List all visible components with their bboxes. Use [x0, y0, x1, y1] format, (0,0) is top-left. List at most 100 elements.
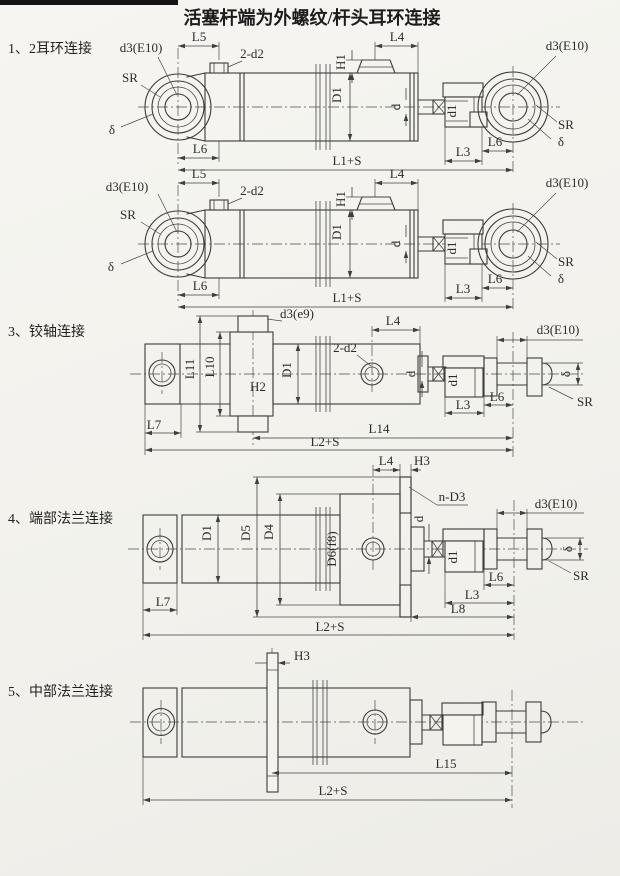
dim-label-L3: L3: [456, 144, 470, 159]
trunnion-block: [229, 315, 274, 433]
rod-ear-section-left: [483, 357, 498, 397]
dim-label-delta-right: δ: [558, 271, 564, 286]
dim-label-L6-left: L6: [193, 141, 208, 156]
rod-thread-section: [442, 82, 484, 98]
port-circle: [360, 362, 384, 386]
dim-label-H2: H2: [250, 379, 266, 394]
dim-label-SR-right: SR: [558, 254, 574, 269]
dim-label-L6: L6: [490, 389, 505, 404]
rod-ear-ring: [477, 71, 549, 143]
dim-label-D6: D6(f8): [324, 531, 339, 566]
scan-artifact-bar: [0, 0, 178, 5]
dim-label-L2S: L2+S: [318, 783, 347, 798]
dim-label-D1: D1: [279, 362, 294, 378]
end-flange: [399, 476, 412, 618]
dim-label-2d2: 2-d2: [333, 340, 357, 355]
dim-label-L3: L3: [456, 281, 470, 296]
dim-label-L10: L10: [202, 357, 217, 378]
section-3-trunnion-drawing: 3、铰轴连接 d3(e9) L4 2-d2 L11 L10 H2 D1 d d1…: [8, 306, 593, 458]
dim-label-d: d: [411, 515, 426, 522]
rod-end: [541, 362, 553, 386]
dim-label-L1S: L1+S: [332, 290, 361, 305]
dim-label-d: d: [388, 103, 403, 110]
dim-label-SR: SR: [573, 568, 589, 583]
dim-label-L3: L3: [465, 587, 479, 602]
dim-label-SR-left: SR: [122, 70, 138, 85]
dim-label-D1: D1: [329, 224, 344, 240]
dim-label-d1: d1: [444, 242, 459, 255]
dim-label-D5: D5: [238, 525, 253, 541]
dim-label-2d2: 2-d2: [240, 46, 264, 61]
rear-eye-cap: [142, 687, 178, 758]
rod-ear-section-left: [483, 528, 498, 570]
section-1-title: 1、2耳环连接: [8, 40, 92, 57]
dim-label-H3: H3: [294, 648, 310, 663]
dim-label-L11: L11: [182, 359, 197, 379]
dim-label-L4: L4: [386, 313, 401, 328]
rod-ear-section-right: [526, 528, 543, 570]
dim-label-H1: H1: [333, 54, 348, 70]
rod-ear-section-right: [526, 357, 543, 397]
lock-nut: [444, 367, 484, 398]
dim-label-nD3: n-D3: [439, 489, 466, 504]
dim-label-L2S: L2+S: [310, 434, 339, 449]
dim-label-SR-left: SR: [120, 207, 136, 222]
dim-label-L8: L8: [451, 601, 465, 616]
dim-label-delta: δ: [558, 371, 573, 377]
dim-label-L7: L7: [156, 594, 171, 609]
dim-label-delta: δ: [560, 546, 575, 552]
section-5-title: 5、中部法兰连接: [8, 683, 113, 700]
dim-label-L6: L6: [489, 569, 504, 584]
dim-label-d1: d1: [445, 551, 460, 564]
port-stub: [209, 62, 229, 74]
lock-nut: [442, 714, 483, 746]
lock-nut: [444, 540, 484, 573]
dim-label-L3: L3: [456, 397, 470, 412]
dim-label-L6-right: L6: [488, 134, 503, 149]
dim-label-d1: d1: [445, 374, 460, 387]
dim-label-L15: L15: [436, 756, 457, 771]
cylinder-head-body: [339, 493, 401, 606]
port-circle: [362, 709, 388, 735]
port-circle: [361, 537, 385, 561]
cylinder-body: [181, 680, 411, 765]
section-5-mid-flange-drawing: 5、中部法兰连接 H3 L15 L2+S: [8, 648, 585, 808]
dim-label-SR-right: SR: [558, 117, 574, 132]
dim-label-d3e9: d3(e9): [280, 306, 314, 321]
rod-ear-section-left: [481, 701, 497, 743]
piston-rod-assembly: [417, 355, 553, 398]
dim-label-D1: D1: [199, 525, 214, 541]
dim-label-d3: d3(E10): [537, 322, 580, 337]
dim-label-d3-left: d3(E10): [106, 179, 149, 194]
dim-label-L4: L4: [379, 453, 394, 468]
dim-label-L1S: L1+S: [332, 153, 361, 168]
dim-label-d1: d1: [444, 105, 459, 118]
rod-ear-section-right: [525, 701, 542, 743]
dim-label-d3-right: d3(E10): [546, 38, 589, 53]
piston-rod-assembly: [410, 526, 553, 573]
mid-flange: [266, 652, 279, 793]
cylinder-body: [181, 493, 401, 606]
piston-rod-assembly: [409, 699, 552, 746]
dim-label-L4: L4: [390, 166, 405, 181]
dim-label-d: d: [388, 240, 403, 247]
dim-label-2d2: 2-d2: [240, 183, 264, 198]
dim-label-H3: H3: [414, 453, 430, 468]
dim-label-SR: SR: [577, 394, 593, 409]
rear-eye-cap: [142, 514, 178, 584]
dim-label-L2S: L2+S: [315, 619, 344, 634]
piston-rod-assembly: [417, 82, 488, 128]
dim-label-H1: H1: [333, 191, 348, 207]
drawing-title: 活塞杆端为外螺纹/杆头耳环连接: [184, 7, 441, 28]
rod-thread-section: [441, 702, 484, 716]
dim-label-delta-right: δ: [558, 134, 564, 149]
section-4-title: 4、端部法兰连接: [8, 510, 113, 527]
section-1-labels: 1、2耳环连接 L5 2-d2 L4 H1 D1 d d1 d3(E10) SR…: [8, 29, 588, 168]
dim-label-L5: L5: [192, 166, 206, 181]
dim-label-d: d: [403, 370, 418, 377]
rod-thread-section: [442, 528, 485, 542]
dim-label-L7: L7: [147, 417, 162, 432]
section-4-end-flange-drawing: 4、端部法兰连接 L4 H3 n-D3 d D1 D5 D4 D6(f8) d1…: [8, 453, 589, 640]
dim-label-delta-left: δ: [109, 122, 115, 137]
